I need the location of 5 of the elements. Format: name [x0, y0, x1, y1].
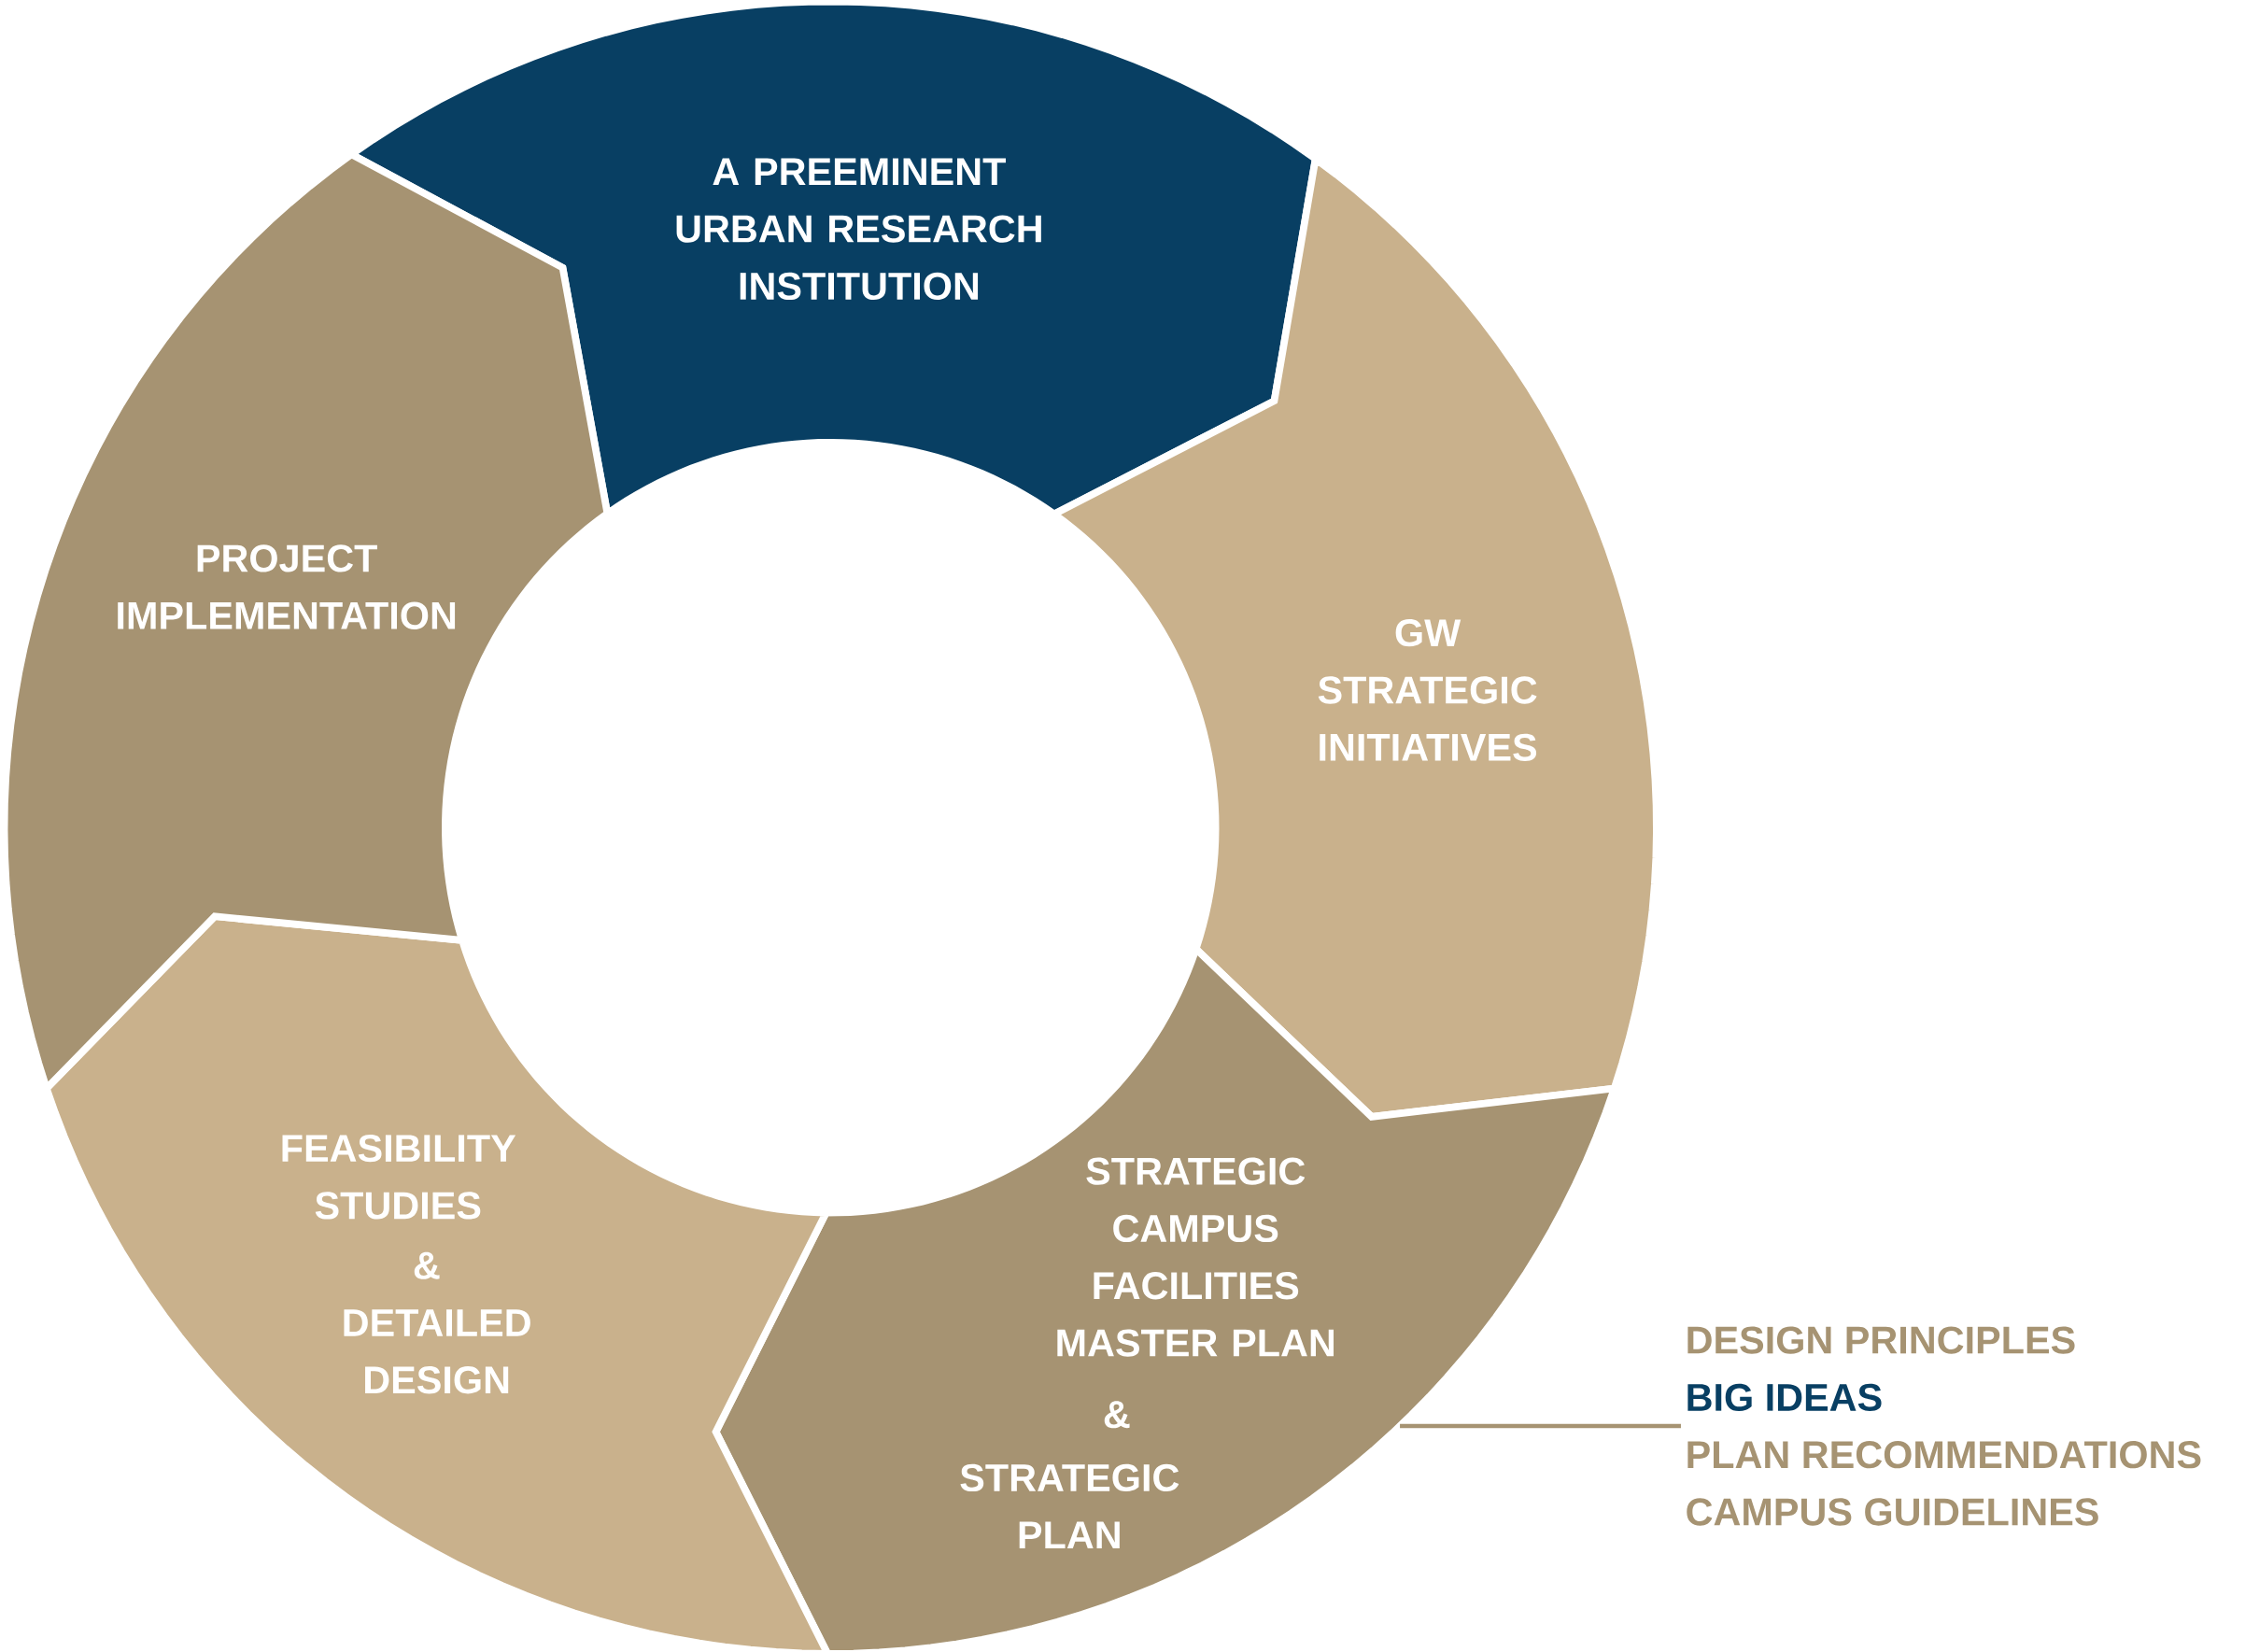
list-item: CAMPUS GUIDELINES [1687, 1498, 2098, 1526]
list-item: PLAN RECOMMENDATIONS [1687, 1440, 2201, 1469]
leader-line [1400, 1423, 1681, 1429]
list-item: DESIGN PRINCIPLES [1687, 1326, 2075, 1354]
list-item: BIG IDEAS [1687, 1383, 1882, 1411]
